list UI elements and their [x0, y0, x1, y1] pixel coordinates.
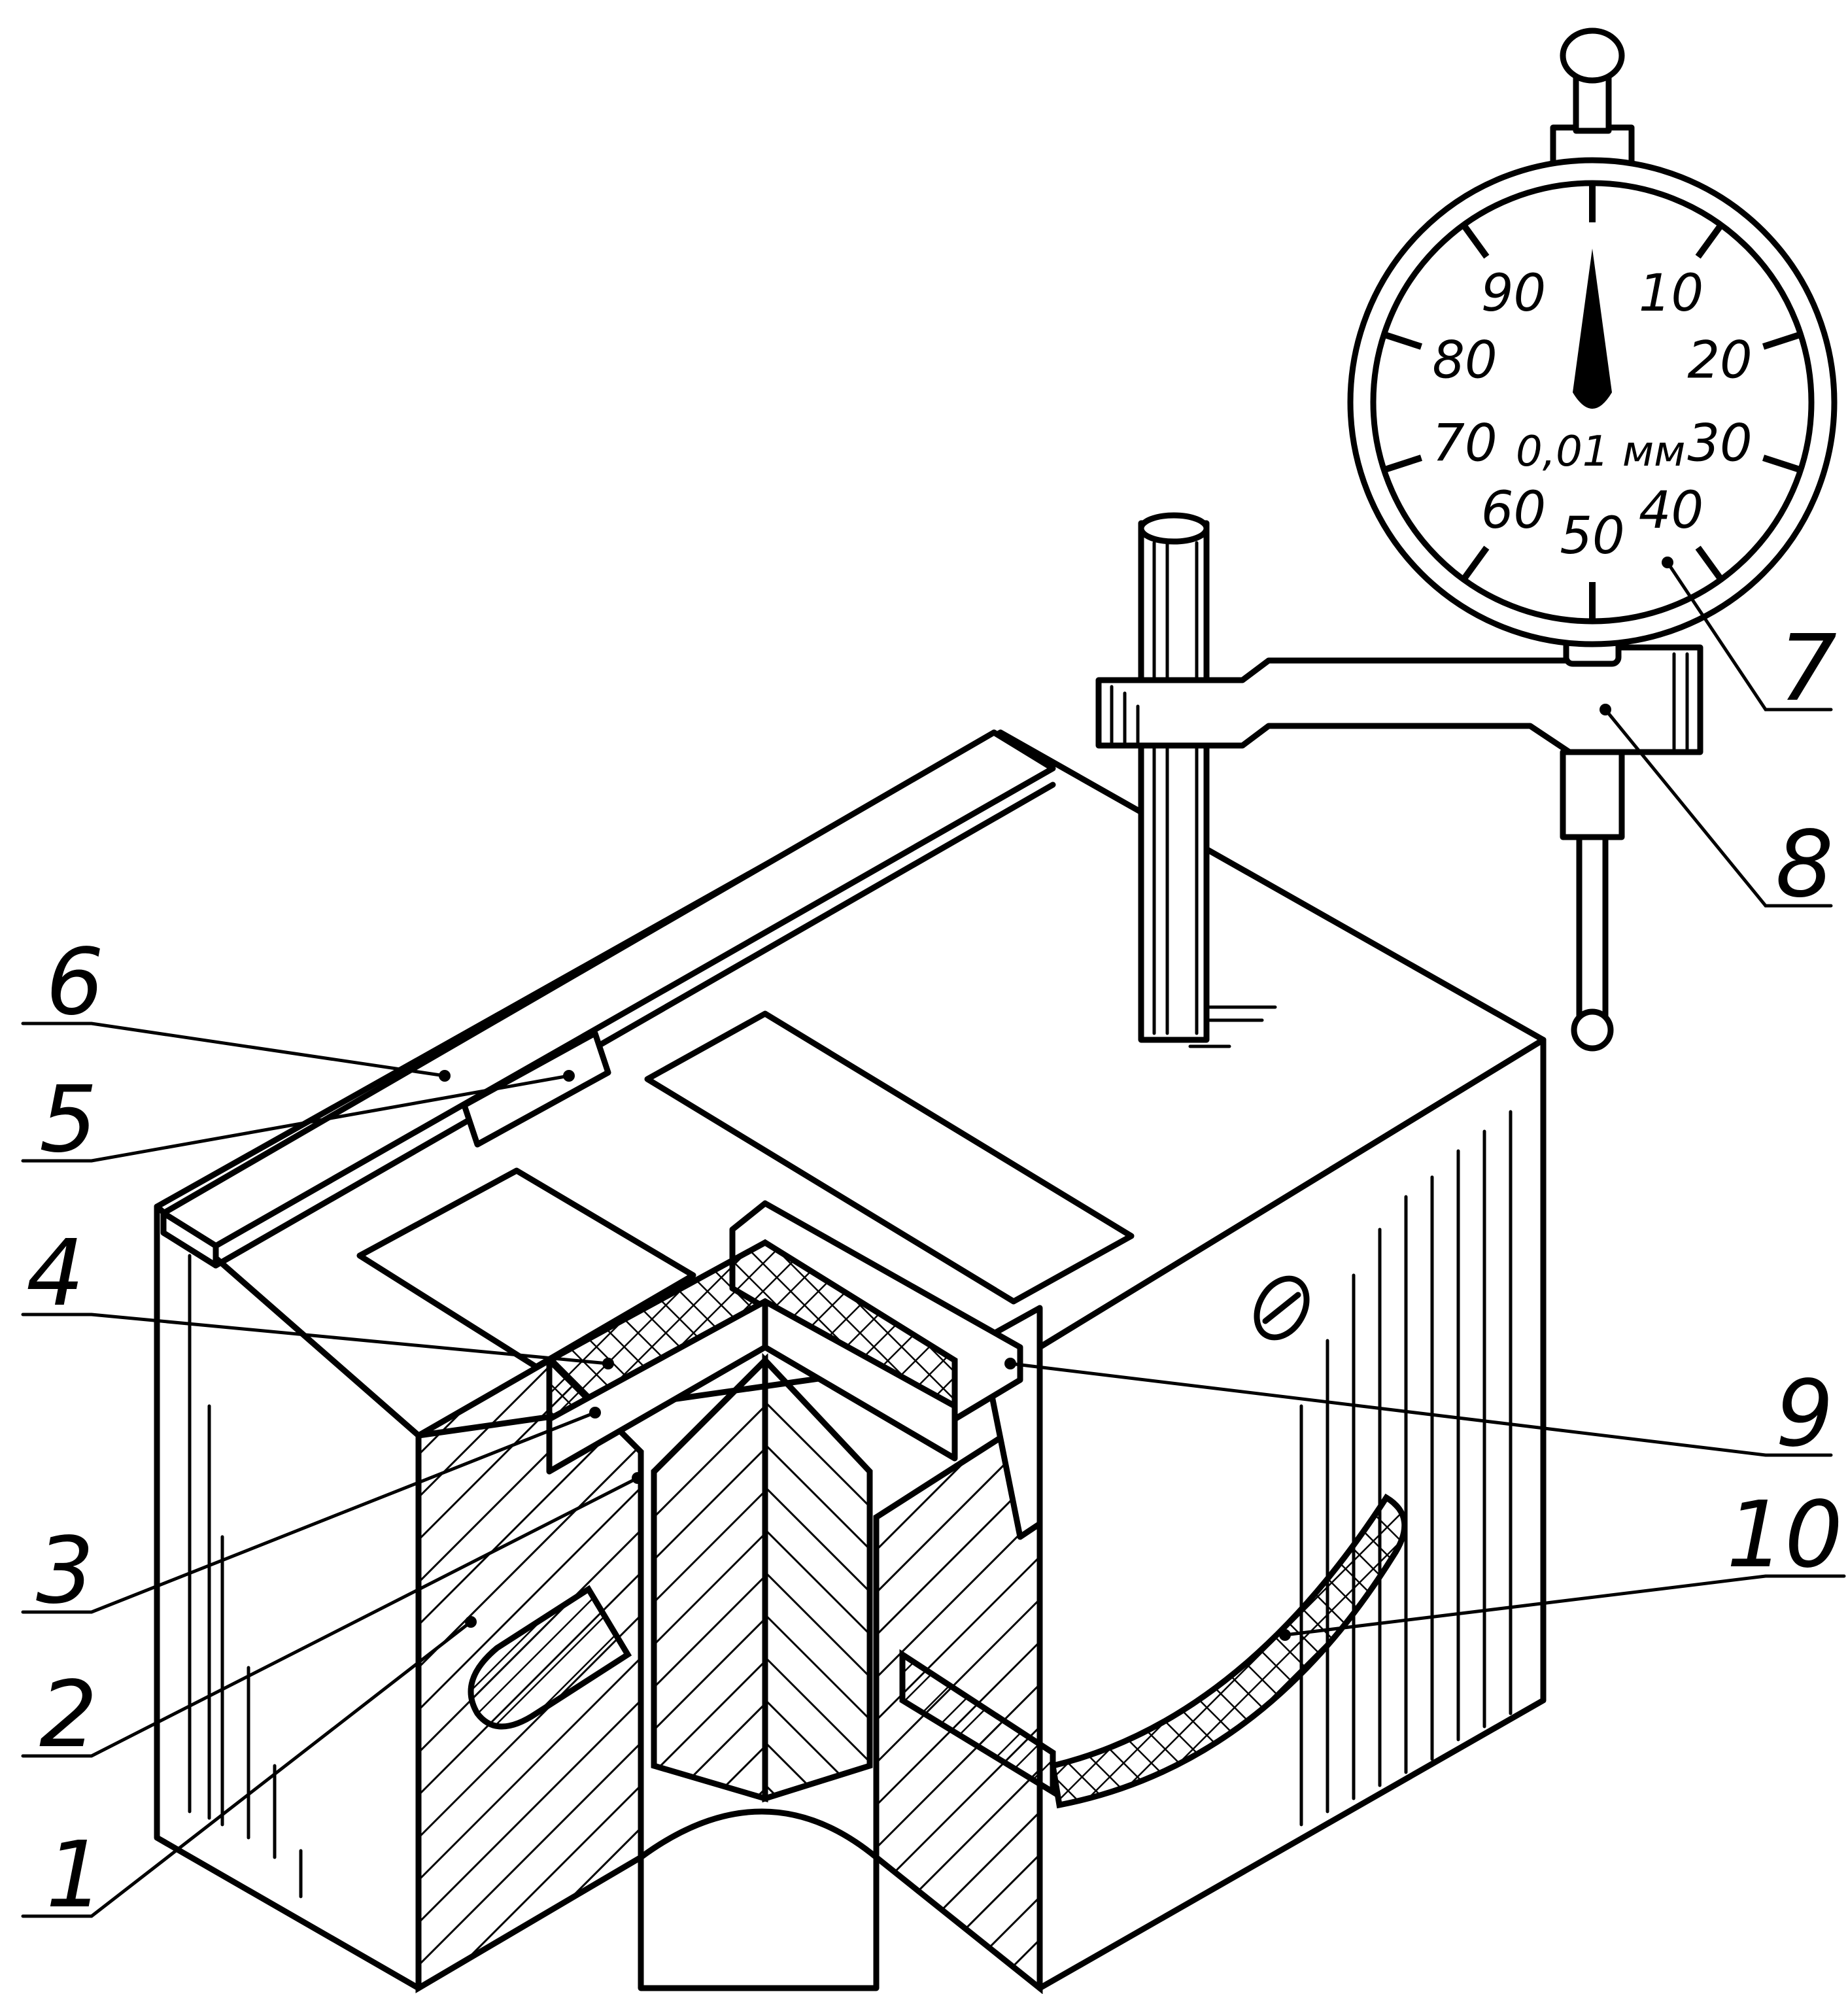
leader-lines — [21, 557, 1846, 1918]
dial-scale-label: 90 — [1481, 264, 1546, 323]
dial-tick — [1461, 545, 1490, 581]
callout-9: 9 — [1775, 1361, 1834, 1468]
callout-8: 8 — [1775, 812, 1834, 918]
indicator-stand — [1095, 512, 1703, 1052]
callout-3: 3 — [36, 1518, 94, 1624]
dial-tick — [1762, 331, 1802, 350]
indicator-spindle — [1560, 749, 1625, 840]
left-face-shading — [188, 1254, 303, 1899]
dial-tick — [1695, 545, 1724, 581]
dial-scale-label: 60 — [1481, 481, 1546, 540]
callout-7: 7 — [1779, 615, 1837, 722]
dial-ticks — [1382, 183, 1802, 621]
indicator-stem — [1576, 834, 1609, 1023]
wedge-left-half — [651, 1353, 768, 1803]
dial-tick — [1461, 223, 1490, 259]
top-window-left — [356, 1167, 696, 1370]
bottom-arch — [638, 1808, 880, 1991]
slider-5 — [461, 1030, 611, 1148]
dial-tick — [1382, 331, 1423, 350]
clamp-assembly — [546, 1200, 1023, 1475]
dial-scale-label: 50 — [1560, 507, 1624, 566]
top-rail — [160, 729, 1056, 1269]
dial-scale-label: 30 — [1687, 414, 1752, 473]
dial-needle — [1573, 249, 1612, 409]
right-lever — [899, 1649, 1056, 1798]
dial-scale-label: 10 — [1639, 264, 1703, 323]
dial-scale-label: 20 — [1687, 332, 1752, 390]
callout-1: 1 — [46, 1822, 104, 1929]
dial-scale-label: 70 — [1432, 414, 1497, 473]
top-window-right — [644, 1010, 1135, 1305]
left-lever — [468, 1585, 632, 1730]
callout-4: 4 — [26, 1220, 84, 1327]
dial-tick — [1382, 455, 1423, 473]
callout-labels: 1 2 3 4 5 6 7 8 9 10 — [26, 615, 1843, 1929]
callout-6: 6 — [46, 929, 104, 1036]
dial-crown-cap — [1560, 27, 1625, 84]
indicator-tip — [1571, 1008, 1614, 1052]
dial-tick — [1762, 455, 1802, 473]
dial-scale-label: 40 — [1639, 481, 1703, 540]
dial-unit-label: 0,01 мм — [1516, 428, 1685, 476]
mounting-hole — [1254, 1275, 1310, 1341]
stand-post-top — [1138, 512, 1210, 545]
dial-tick — [1695, 223, 1724, 259]
wedge-right-half — [762, 1352, 873, 1803]
callout-10: 10 — [1726, 1482, 1843, 1589]
callout-2: 2 — [39, 1662, 97, 1768]
stand-arm — [1095, 644, 1703, 755]
curved-slot-10 — [1049, 1493, 1408, 1809]
callout-5: 5 — [39, 1067, 97, 1173]
insert-3-right — [762, 1298, 958, 1462]
dial-scale-label: 80 — [1432, 332, 1497, 390]
